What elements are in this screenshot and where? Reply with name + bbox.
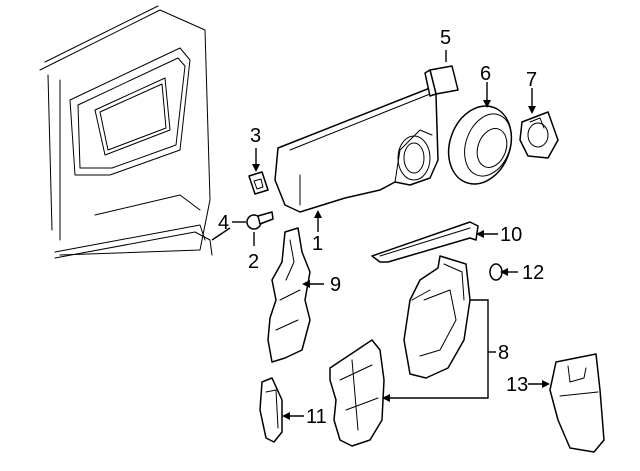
- callout-4-leader: [211, 221, 246, 241]
- callout-11: 11: [306, 406, 327, 428]
- callout-1: 1: [312, 233, 323, 255]
- mud-flap-part-13: [528, 353, 605, 453]
- clip-part-3: [248, 148, 269, 195]
- callout-10: 10: [500, 224, 522, 246]
- bracket-part-5: [424, 50, 459, 97]
- fuel-door-part-7: [519, 88, 559, 159]
- trim-part-11: [259, 377, 304, 443]
- callout-3: 3: [250, 125, 261, 147]
- callout-2: 2: [248, 251, 259, 273]
- wheelhouse-liner-part-8: [329, 255, 496, 447]
- callout-13: 13: [506, 374, 528, 396]
- plug-part-12: [489, 263, 518, 281]
- callout-8: 8: [498, 342, 509, 364]
- vehicle-body-outline: [39, 5, 213, 259]
- callout-12: 12: [522, 262, 544, 284]
- bracket-part-9: [267, 227, 324, 363]
- callout-4: 4: [218, 212, 229, 234]
- bolt-part-2: [246, 211, 274, 246]
- callout-9: 9: [330, 274, 341, 296]
- callout-6: 6: [480, 63, 491, 85]
- callout-7: 7: [526, 69, 537, 91]
- liner-strip-part-10: [371, 221, 498, 263]
- callout-5: 5: [440, 27, 451, 49]
- quarter-panel-part-1: [274, 87, 439, 232]
- fuel-housing-part-6: [447, 82, 513, 185]
